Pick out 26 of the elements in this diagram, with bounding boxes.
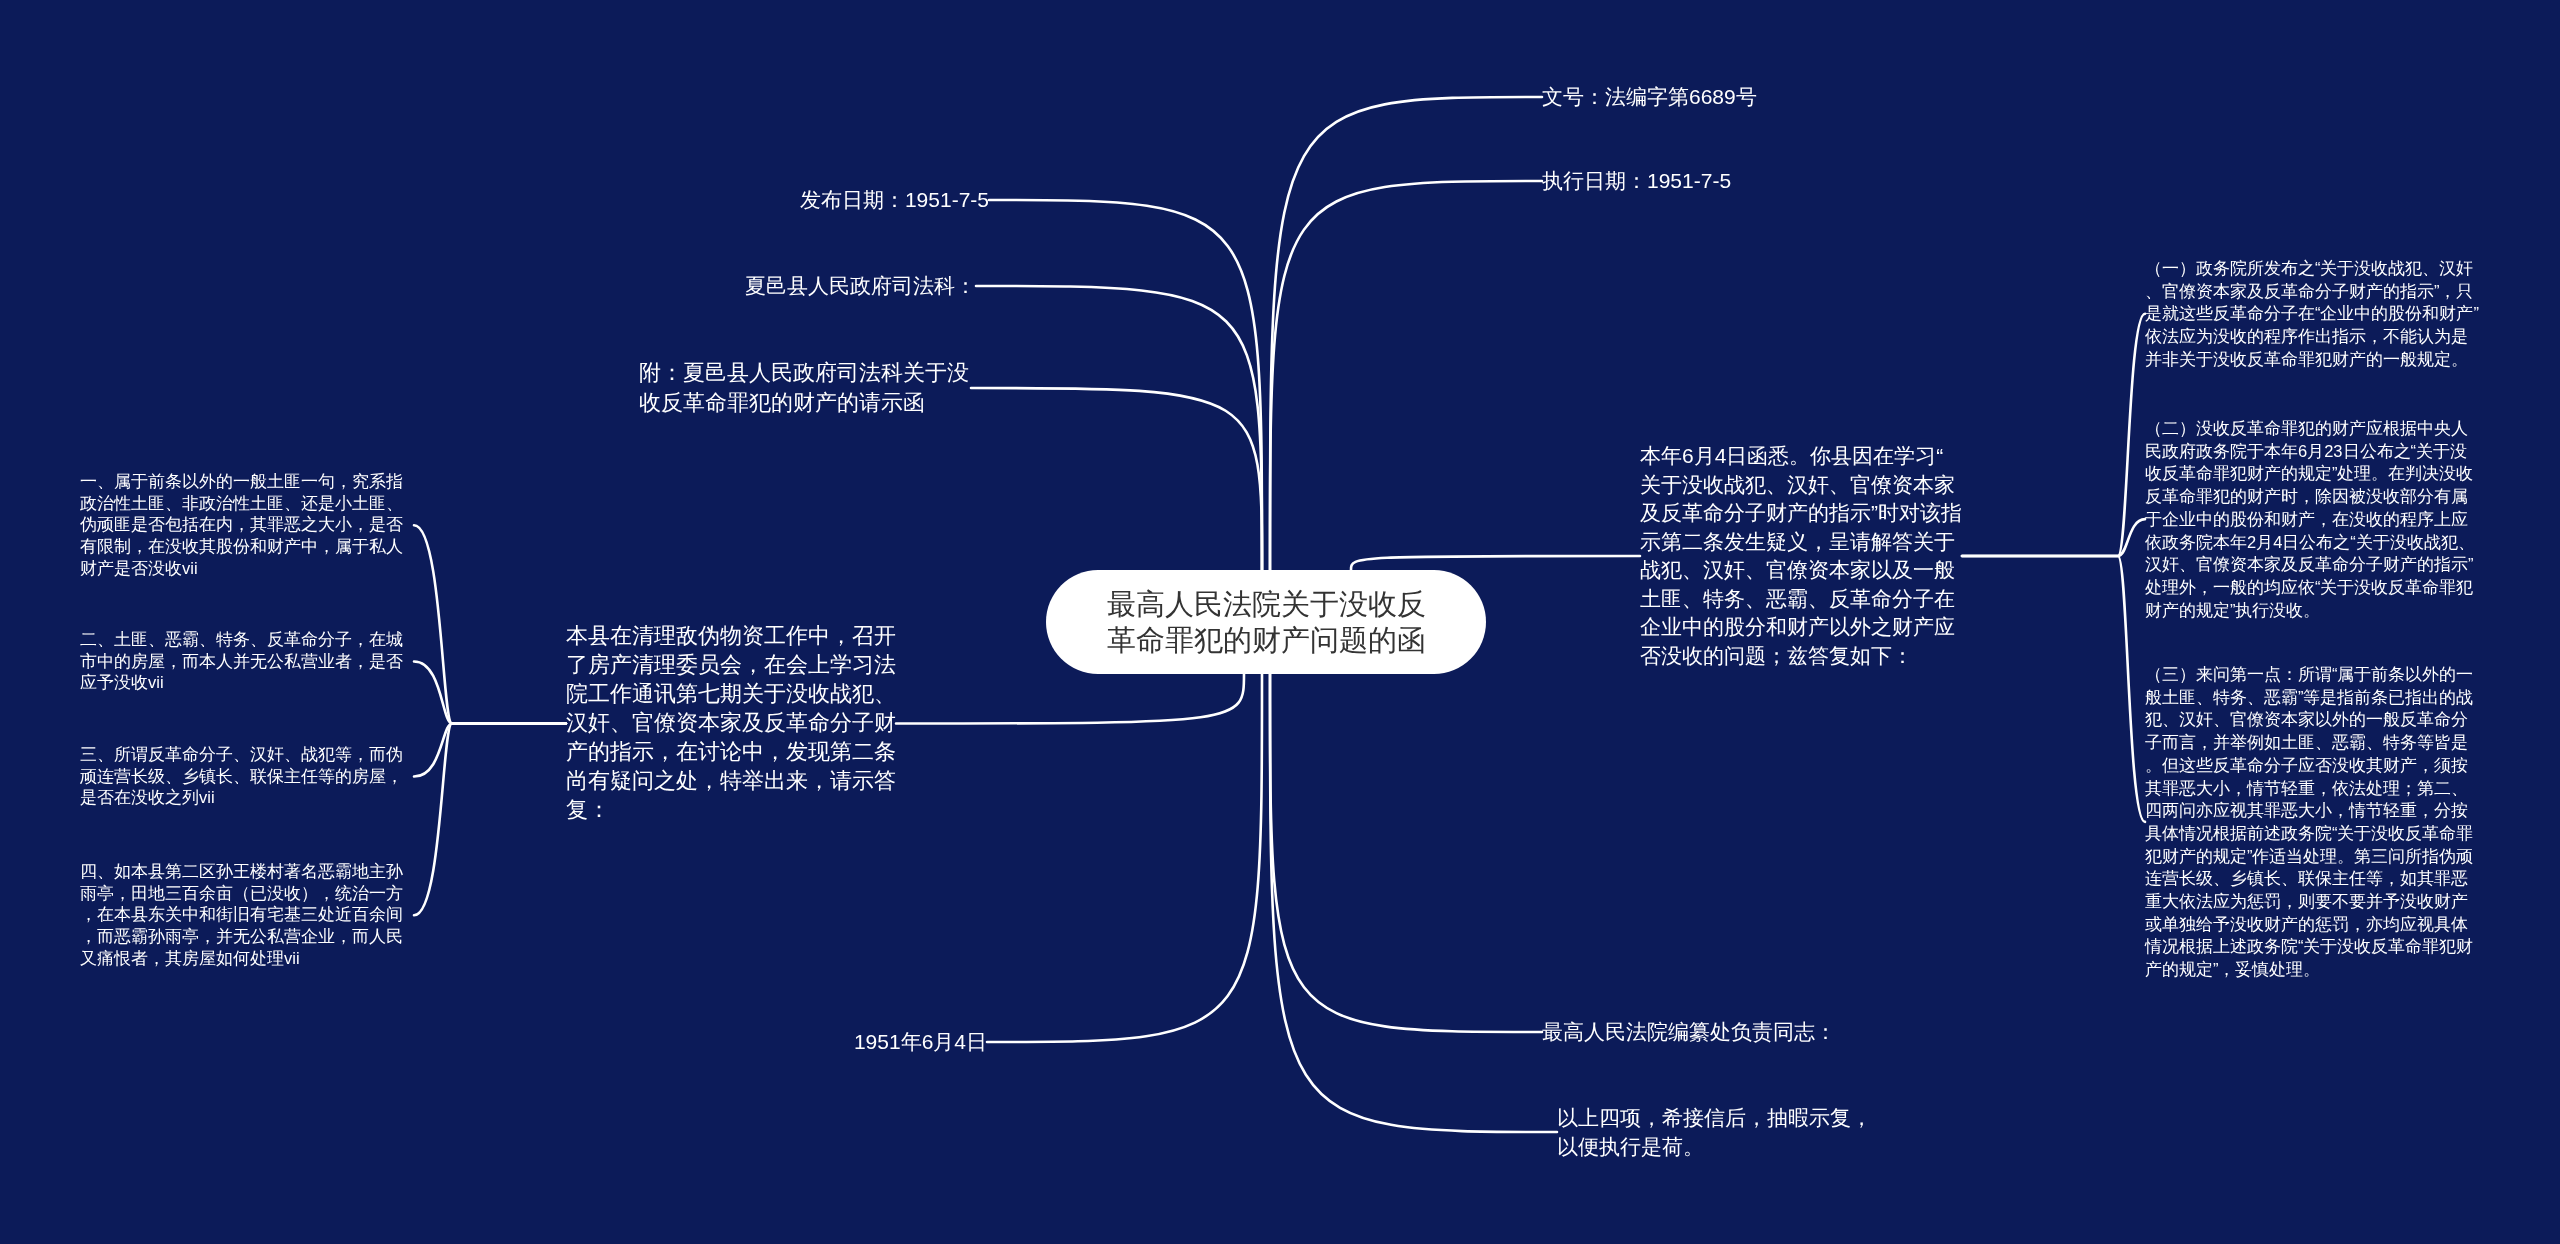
- curved-connector: [1268, 179, 1544, 572]
- detail-text: 三、所谓反革命分子、汉奸、战犯等，而伪顽连营长级、乡镇长、联保主任等的房屋，是否在没收之列vii: [80, 744, 414, 810]
- curved-connector: [969, 386, 1264, 572]
- branch-text: 夏邑县人民政府司法科：: [745, 272, 976, 300]
- detail-text: 二、土匪、恶霸、特务、反革命分子，在城市中的房屋，而本人并无公私营业者，是否应予没收vii: [80, 629, 414, 695]
- detail-text: 四、如本县第二区孙王楼村著名恶霸地主孙雨亭，田地三百余亩（已没收），统治一方，在本县东关中和街旧有宅基三处近百余间，而恶霸孙雨亭，并无公私营企业，而人民又痛恨者，其房屋如何处理vii: [80, 861, 414, 970]
- detail-text: 一、属于前条以外的一般土匪一句，究系指政治性土匪、非政治性土匪、还是小土匪、伪顽匪是否包括在内，其罪恶之大小，是否有限制，在没收其股份和财产中，属于私人财产是否没收vii: [80, 471, 414, 580]
- branch-text: 文号：法编字第6689号: [1542, 83, 1757, 111]
- branch-text: 本县在清理敌伪物资工作中，召开了房产清理委员会，在会上学习法院工作通讯第七期关于没收战犯、汉奸、官僚资本家及反革命分子财产的指示，在讨论中，发现第二条尚有疑问之处，特举出来，请示答复：: [566, 622, 896, 825]
- branch-text: 执行日期：1951-7-5: [1542, 167, 1732, 195]
- curved-connector: [1268, 672, 1559, 1134]
- curved-connector: [894, 672, 1246, 725]
- branch-text: 附：夏邑县人民政府司法科关于没收反革命罪犯的财产的请示函: [639, 358, 971, 418]
- detail-text: （一）政务院所发布之“关于没收战犯、汉奸、官僚资本家及反革命分子财产的指示”，只是就这些反革命分子在“企业中的股份和财产”依法应为没收的程序作出指示，不能认为是并非关于没收反革命罪犯财产的一般规定。: [2145, 257, 2479, 371]
- central-topic: 最高人民法院关于没收反革命罪犯的财产问题的函: [1046, 570, 1486, 674]
- branch-text: 以上四项，希接信后，抽暇示复，以便执行是荷。: [1557, 1103, 1879, 1161]
- bracket-connector: [1960, 554, 2147, 824]
- detail-text: （三）来问第一点：所谓“属于前条以外的一般土匪、特务、恶霸”等是指前条已指出的战犯、汉奸、官僚资本家以外的一般反革命分子而言，并举例如土匪、恶霸、特务等皆是。但这些反革命分子应否没收其财产，须按其罪恶大小，情节轻重，依法处理；第二、四两问亦应视其罪恶大小，情节轻重，分按具体情况根据前述政务院“关于没收反革命罪犯财产的规定”作适当处理。第三问所指伪顽连营长级、乡镇长、联保主任等，如其罪恶重大依法应为惩罚，则要不要并予没收财产或单独给予没收财产的惩罚，亦均应视具体情况根据上述政务院“关于没收反革命罪犯财产的规定”，妥慎处理。: [2145, 663, 2479, 981]
- branch-text: 1951年6月4日: [853, 1028, 987, 1056]
- detail-text: （二）没收反革命罪犯的财产应根据中央人民政府政务院于本年6月23日公布之“关于没收反革命罪犯财产的规定”处理。在判决没收反革命罪犯的财产时，除因被没收部分有属于企业中的股份和财产，在没收的程序上应依政务院本年2月4日公布之“关于没收战犯、汉奸、官僚资本家及反革命分子财产的指示”处理外，一般的均应依“关于没收反革命罪犯财产的规定”执行没收。: [2145, 417, 2479, 622]
- curved-connector: [985, 672, 1264, 1044]
- bracket-connector: [412, 722, 568, 917]
- curved-connector: [1349, 554, 1642, 572]
- branch-text: 最高人民法院编纂处负责同志：: [1542, 1018, 1836, 1046]
- branch-text: 发布日期：1951-7-5: [799, 186, 989, 214]
- branch-text: 本年6月4日函悉。你县因在学习“关于没收战犯、汉奸、官僚资本家及反革命分子财产的指示”时对该指示第二条发生疑义，呈请解答关于战犯、汉奸、官僚资本家以及一般土匪、特务、恶霸、反革命分子在企业中的股分和财产以外之财产应否没收的问题；兹答复如下：: [1640, 442, 1962, 670]
